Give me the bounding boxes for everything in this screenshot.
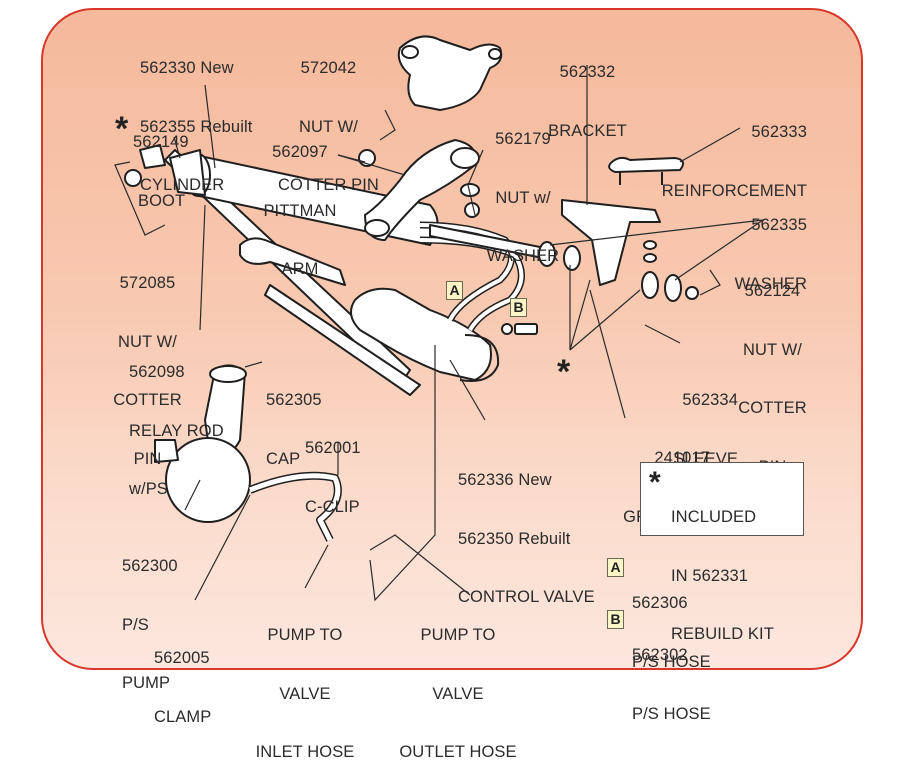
label-control-valve: 562336 New 562350 Rebuilt CONTROL VALVE — [458, 432, 595, 627]
legend-hose-b: 562302 P/S HOSE — [632, 607, 711, 744]
part-number: 562098 — [129, 363, 185, 381]
part-number: 562124 — [744, 282, 801, 300]
part-number-rebuilt: 562355 Rebuilt — [140, 117, 253, 136]
label-reinforcement: 562333 REINFORCEMENT — [630, 84, 807, 221]
part-name: BRACKET — [548, 121, 627, 140]
part-name: WASHER — [734, 274, 807, 293]
part-number: 572042 — [300, 59, 357, 77]
part-name: PITTMAN — [263, 201, 337, 220]
part-name: COTTER — [738, 399, 807, 417]
label-washer: 562335 WASHER — [700, 177, 807, 314]
part-name: CLAMP — [154, 707, 212, 726]
label-pittman-arm: 562097 PITTMAN ARM — [255, 104, 345, 299]
part-number: 562335 — [751, 216, 807, 234]
part-name: OUTLET HOSE — [399, 743, 517, 761]
label-cylinder: 562330 New 562355 Rebuilt CYLINDER — [140, 20, 252, 215]
part-name: P/S — [122, 615, 149, 634]
label-c-clip: 562001 C-CLIP — [305, 400, 361, 537]
part-name: COTTER — [113, 391, 182, 409]
part-name: NUT w/ — [495, 188, 551, 207]
kit-note-line: REBUILD KIT — [671, 625, 774, 643]
part-number: 562330 New — [140, 59, 234, 77]
part-name: INLET HOSE — [255, 743, 355, 761]
part-number: 572085 — [119, 274, 176, 292]
legend-badge-a: A — [607, 558, 624, 577]
part-name: ARM — [281, 260, 319, 278]
part-name: RELAY ROD — [129, 421, 224, 440]
part-name: VALVE — [279, 684, 331, 703]
label-nut-cotter-pin-bracket: 562124 NUT W/ COTTER PIN — [730, 243, 815, 497]
part-name: NUT W/ — [299, 117, 358, 136]
part-number: 562302 — [632, 646, 688, 664]
part-number: 562179 — [495, 130, 551, 148]
control-valve-part — [350, 287, 492, 381]
kit-asterisk-icon: * — [557, 353, 571, 391]
part-name: P/S HOSE — [632, 652, 711, 671]
part-name: PUMP TO — [267, 626, 343, 644]
part-number: 562001 — [305, 439, 361, 457]
kit-note-text: INCLUDED IN 562331 REBUILD KIT — [671, 469, 774, 684]
hose-a-badge: A — [446, 281, 463, 300]
label-boot: 562149 BOOT — [133, 94, 189, 231]
bracket-part — [561, 199, 661, 286]
label-relay-rod: 562098 RELAY ROD w/PS — [129, 324, 224, 519]
part-name: CONTROL VALVE — [458, 588, 595, 606]
power-steering-illustration — [114, 35, 764, 602]
legend-badge-b: B — [607, 610, 624, 629]
part-name: CYLINDER — [140, 176, 225, 194]
part-number: 562333 — [751, 123, 807, 141]
legend-hose-a: 562306 P/S HOSE — [632, 555, 711, 692]
label-clamp: 562005 CLAMP — [154, 610, 211, 747]
rebuild-kit-note: * INCLUDED IN 562331 REBUILD KIT — [640, 462, 804, 643]
kit-note-line: INCLUDED — [671, 508, 757, 526]
part-number: 562005 — [154, 649, 210, 667]
part-name: PIN — [133, 449, 162, 468]
part-name: PUMP TO — [420, 626, 496, 644]
part-name: BOOT — [138, 191, 186, 210]
label-cap: 562305 CAP — [266, 352, 322, 489]
reinforcement-part — [608, 156, 685, 173]
part-number: 562149 — [133, 133, 189, 151]
part-number: 562334 — [682, 391, 738, 409]
part-name: NUT W/ — [743, 340, 802, 359]
part-name: CAP — [266, 449, 301, 468]
part-name: NUT W/ — [118, 332, 177, 351]
label-nut-cotter-pin-pittman: 572042 NUT W/ COTTER PIN — [266, 20, 391, 215]
part-name: VALVE — [432, 684, 484, 703]
part-number: 562306 — [632, 594, 688, 612]
part-name: P/S HOSE — [632, 704, 711, 723]
part-name: COTTER PIN — [278, 176, 379, 194]
part-name: REINFORCEMENT — [661, 181, 807, 200]
label-nut-washer: 562179 NUT w/ WASHER — [478, 91, 568, 286]
label-outlet-hose: PUMP TO VALVE OUTLET HOSE — [384, 587, 532, 782]
kit-asterisk-icon: * — [115, 110, 129, 148]
hose-b-badge: B — [510, 298, 527, 317]
part-name: WASHER — [486, 247, 560, 265]
part-number: 562097 — [272, 143, 328, 161]
part-name: C-CLIP — [305, 497, 360, 516]
kit-asterisk-icon: * — [649, 466, 661, 499]
part-name: w/PS — [129, 480, 168, 498]
part-number: 562336 New — [458, 471, 552, 489]
part-number-rebuilt: 562350 Rebuilt — [458, 529, 571, 548]
kit-note-line: IN 562331 — [671, 566, 749, 585]
label-inlet-hose: PUMP TO VALVE INLET HOSE — [244, 587, 366, 782]
label-bracket: 562332 BRACKET — [540, 24, 635, 161]
label-nut-cotter-pin-relay: 572085 NUT W/ COTTER PIN — [100, 235, 195, 489]
part-number: 562332 — [559, 63, 616, 81]
part-number: 562300 — [122, 557, 178, 575]
part-number: 562305 — [266, 391, 322, 409]
